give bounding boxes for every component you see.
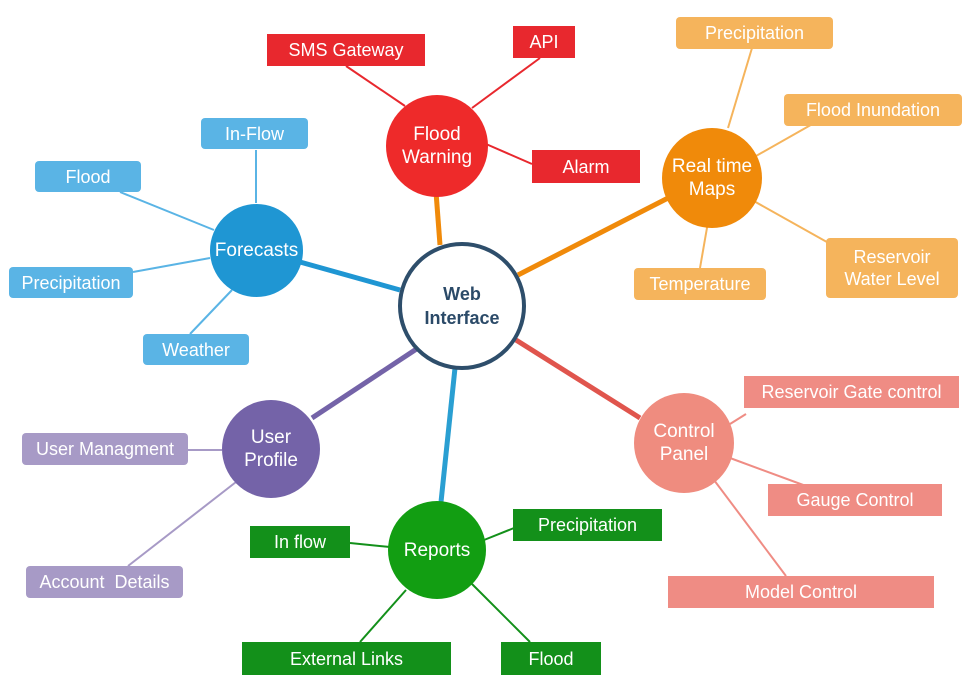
control-panel-label-line2: Panel: [659, 444, 709, 465]
flood-inundation-box[interactable]: Flood Inundation: [784, 94, 962, 126]
reports-flood-box[interactable]: Flood: [501, 642, 601, 675]
real-time-maps-label-line1: Real time: [671, 156, 753, 177]
link-center-user-profile: [310, 345, 420, 421]
link-maps-precipitation: [727, 47, 753, 129]
flood-warning-label-line1: Flood: [413, 124, 461, 145]
external-links-box[interactable]: External Links: [242, 642, 451, 675]
link-control-model: [713, 479, 787, 577]
user-managment-box[interactable]: User Managment: [22, 433, 188, 465]
link-maps-flood-inundation: [755, 121, 817, 157]
link-forecasts-flood: [119, 191, 215, 231]
link-flood-warning-api: [471, 57, 541, 109]
link-center-forecasts: [299, 259, 401, 293]
link-flood-warning-alarm: [485, 143, 533, 165]
flood-warning-label-line2: Warning: [401, 147, 473, 168]
web-interface-node[interactable]: Web Interface: [398, 242, 526, 370]
sms-gateway-box[interactable]: SMS Gateway: [267, 34, 425, 66]
forecasts-precipitation-box[interactable]: Precipitation: [9, 267, 133, 298]
reservoir-water-level-line2: Water Level: [844, 269, 940, 289]
reservoir-gate-control-box[interactable]: Reservoir Gate control: [744, 376, 959, 408]
link-forecasts-weather: [189, 289, 233, 335]
account-details-box[interactable]: Account Details: [26, 566, 183, 598]
link-flood-warning-sms: [345, 65, 406, 107]
link-maps-reservoir: [751, 199, 835, 247]
reports-label: Reports: [403, 539, 471, 561]
link-reports-inflow: [349, 542, 391, 548]
control-panel-label-line1: Control: [653, 421, 715, 442]
link-control-reservoir-gate: [729, 413, 747, 425]
alarm-box[interactable]: Alarm: [532, 150, 640, 183]
link-forecasts-precipitation: [132, 257, 211, 273]
reservoir-water-level-box[interactable]: Reservoir Water Level: [826, 238, 958, 298]
link-center-real-time-maps: [516, 193, 674, 278]
link-center-control-panel: [514, 337, 642, 421]
link-reports-flood: [471, 583, 531, 643]
user-profile-node[interactable]: User Profile: [222, 400, 320, 498]
link-center-flood-warning: [433, 191, 443, 246]
reports-node[interactable]: Reports: [388, 501, 486, 599]
reports-inflow-box[interactable]: In flow: [250, 526, 350, 558]
temperature-box[interactable]: Temperature: [634, 268, 766, 300]
reports-precipitation-box[interactable]: Precipitation: [513, 509, 662, 541]
real-time-maps-label-line2: Maps: [688, 179, 736, 200]
flood-warning-node[interactable]: Flood Warning: [386, 95, 488, 197]
control-panel-node[interactable]: Control Panel: [634, 393, 734, 493]
link-reports-precipitation: [483, 527, 515, 541]
api-box[interactable]: API: [513, 26, 575, 58]
gauge-control-box[interactable]: Gauge Control: [768, 484, 942, 516]
forecasts-inflow-box[interactable]: In-Flow: [201, 118, 308, 149]
reservoir-water-level-line1: Reservoir: [853, 247, 931, 267]
model-control-box[interactable]: Model Control: [668, 576, 934, 608]
link-reports-external-links: [359, 589, 407, 643]
forecasts-node[interactable]: Forecasts: [210, 204, 303, 297]
maps-precipitation-box[interactable]: Precipitation: [676, 17, 833, 49]
forecasts-label: Forecasts: [214, 240, 299, 261]
link-user-account: [127, 481, 237, 567]
user-profile-label-line1: User: [250, 427, 292, 448]
user-profile-label-line2: Profile: [244, 450, 298, 471]
real-time-maps-node[interactable]: Real time Maps: [662, 128, 762, 228]
link-maps-temperature: [699, 221, 709, 269]
link-center-reports: [438, 367, 458, 503]
link-control-gauge: [729, 457, 807, 487]
forecasts-weather-box[interactable]: Weather: [143, 334, 249, 365]
forecasts-flood-box[interactable]: Flood: [35, 161, 141, 192]
web-interface-label-line1: Web: [443, 284, 481, 304]
web-interface-label-line2: Interface: [424, 308, 500, 328]
